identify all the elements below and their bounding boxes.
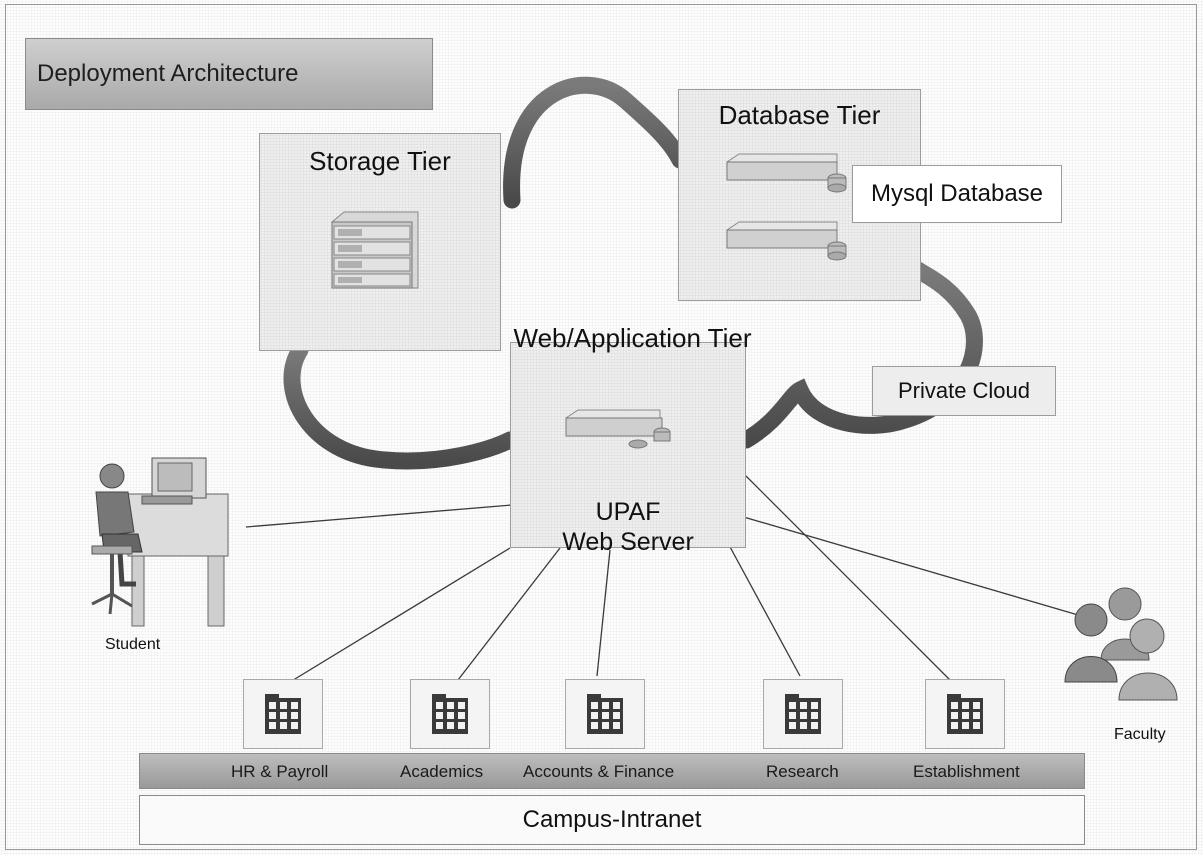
building-icon (587, 694, 623, 734)
rack-server-icon (565, 409, 671, 449)
building-academics (410, 679, 490, 749)
dept-label-research: Research (766, 762, 839, 781)
private-cloud-outline (283, 76, 983, 470)
campus-intranet-bar: Campus-Intranet (139, 795, 1085, 845)
building-icon (265, 694, 301, 734)
mysql-database-label: Mysql Database (870, 180, 1044, 207)
line-hr (289, 547, 511, 683)
dept-label-accounts-finance: Accounts & Finance (523, 762, 675, 781)
mysql-database-label-box: Mysql Database (852, 165, 1062, 223)
line-accounts (596, 549, 611, 677)
private-cloud-label-box: Private Cloud (872, 366, 1056, 416)
line-establishment (745, 475, 951, 681)
web-application-tier-title: Web/Application Tier (513, 323, 752, 353)
dept-label-establishment: Establishment (913, 762, 1020, 781)
line-faculty (712, 507, 1086, 618)
campus-intranet-label: Campus-Intranet (522, 806, 702, 833)
departments-bar (139, 753, 1085, 789)
workstation-user-icon (91, 457, 229, 627)
building-research (763, 679, 843, 749)
building-establishment (925, 679, 1005, 749)
line-student (245, 504, 513, 528)
web-server-label: Web Server (562, 528, 694, 556)
dept-label-hr-payroll: HR & Payroll (231, 762, 329, 781)
storage-tier-title: Storage Tier (309, 146, 451, 176)
building-icon (432, 694, 468, 734)
database-tier-title: Database Tier (718, 100, 881, 130)
building-accounts-finance (565, 679, 645, 749)
upaf-label: UPAF (595, 498, 661, 526)
building-icon (785, 694, 821, 734)
storage-tier-box: Storage Tier (259, 133, 501, 351)
database-server-icon (726, 153, 847, 261)
line-academics (457, 547, 561, 681)
dept-label-academics: Academics (400, 762, 484, 781)
building-hr-payroll (243, 679, 323, 749)
people-group-icon (1064, 587, 1178, 701)
diagram-title: Deployment Architecture (25, 38, 433, 110)
student-label: Student (105, 636, 161, 653)
web-application-tier-box (510, 342, 746, 548)
private-cloud-label: Private Cloud (897, 378, 1031, 403)
diagram-frame (5, 4, 1197, 850)
storage-array-icon (331, 211, 419, 289)
building-icon (947, 694, 983, 734)
faculty-label: Faculty (1114, 726, 1166, 743)
